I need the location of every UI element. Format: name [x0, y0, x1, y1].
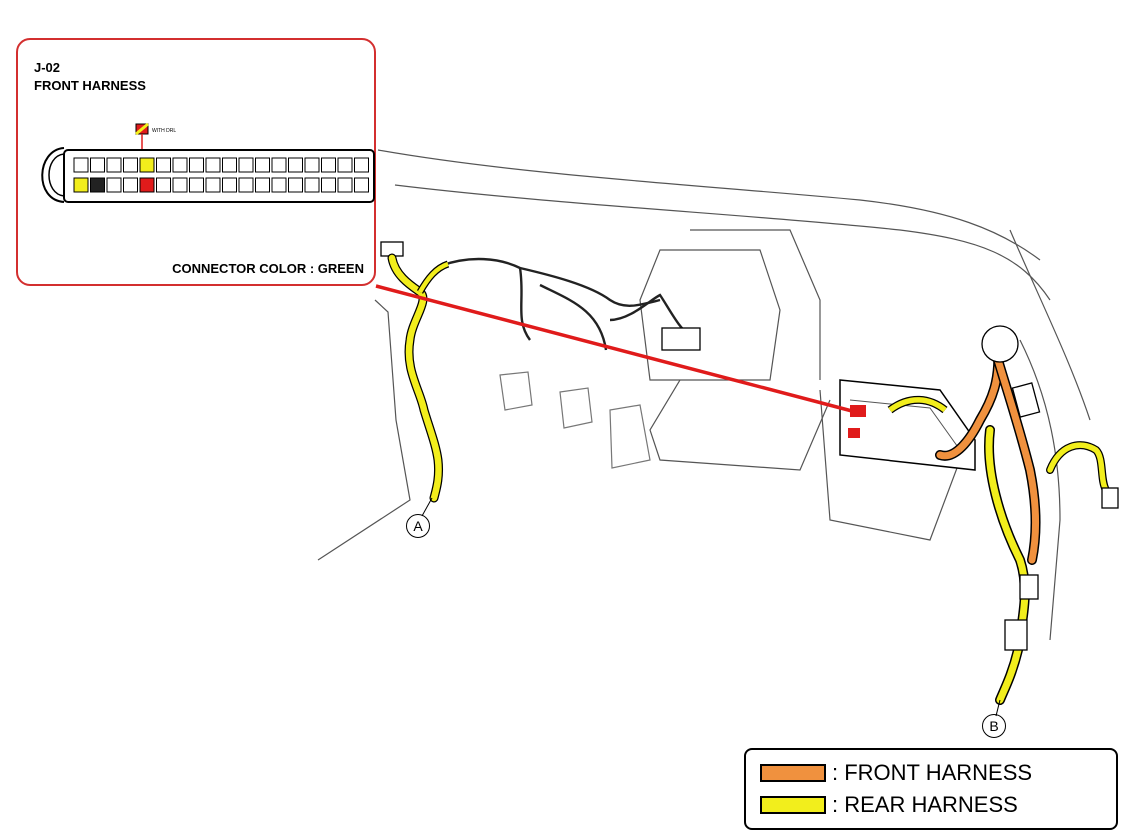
connector-color-label: CONNECTOR COLOR : GREEN — [172, 261, 364, 276]
connector-pin-colored — [139, 157, 155, 173]
callout-title: FRONT HARNESS — [34, 78, 146, 93]
connector-pin — [271, 177, 287, 193]
connector-pin — [106, 177, 122, 193]
connector-pin — [337, 177, 353, 193]
connector-pin — [222, 157, 237, 173]
connector-callout: J-02 FRONT HARNESS WITH DRL CONNECTOR CO… — [16, 38, 376, 286]
connector-pin — [205, 177, 221, 193]
connector-pin — [106, 157, 122, 173]
connector-code: J-02 — [34, 60, 61, 75]
legend-label-front: : FRONT HARNESS — [832, 760, 1033, 785]
dashboard-outline — [317, 149, 1091, 641]
connector-pin — [288, 177, 303, 193]
connector-pin — [337, 157, 353, 173]
rear-harness-left — [387, 253, 450, 503]
connector-pin — [172, 177, 188, 193]
front-harness-swatch — [760, 764, 826, 782]
connector-pin — [271, 157, 287, 173]
connector-pin-colored — [139, 177, 155, 193]
pedals — [499, 371, 651, 469]
marker-b: B — [982, 714, 1006, 738]
connector-pin — [123, 157, 138, 173]
connector-pin — [255, 157, 270, 173]
connector-pin — [304, 177, 320, 193]
connector-pin-grid — [73, 157, 369, 193]
connector-pin-colored — [90, 177, 105, 193]
drl-flag-label: WITH DRL — [152, 128, 176, 134]
connector-pin-colored — [73, 177, 89, 193]
connector-pin — [156, 177, 171, 193]
connector-pin — [189, 177, 204, 193]
junction-box — [839, 379, 976, 471]
leader-line — [375, 284, 853, 413]
connector-pin — [156, 157, 171, 173]
front-harness-right — [935, 345, 1041, 565]
highlight-connector — [850, 405, 866, 417]
connector-pin — [205, 157, 221, 173]
connector-pin — [354, 177, 369, 193]
legend: : FRONT HARNESS : REAR HARNESS — [744, 748, 1118, 830]
connector-pin — [172, 157, 188, 173]
right-connectors — [981, 325, 1119, 651]
black-wiring — [439, 257, 691, 351]
connector-pin — [73, 157, 89, 173]
connector-drawing: WITH DRL — [41, 122, 375, 203]
connector-pin — [238, 177, 254, 193]
connector-pin — [238, 157, 254, 173]
connector-center — [661, 327, 701, 351]
legend-item-rear: : REAR HARNESS — [760, 792, 1018, 818]
connector-pin — [304, 157, 320, 173]
connector-pin — [255, 177, 270, 193]
legend-label-rear: : REAR HARNESS — [832, 792, 1018, 817]
connector-pin — [222, 177, 237, 193]
marker-a: A — [406, 514, 430, 538]
connector-pin — [321, 177, 336, 193]
rear-harness-swatch — [760, 796, 826, 814]
legend-item-front: : FRONT HARNESS — [760, 760, 1032, 786]
connector-pin — [123, 177, 138, 193]
connector-pin — [288, 157, 303, 173]
connector-pin — [321, 157, 336, 173]
connector-pin — [90, 157, 105, 173]
connector-pin — [189, 157, 204, 173]
connector-pin — [354, 157, 369, 173]
